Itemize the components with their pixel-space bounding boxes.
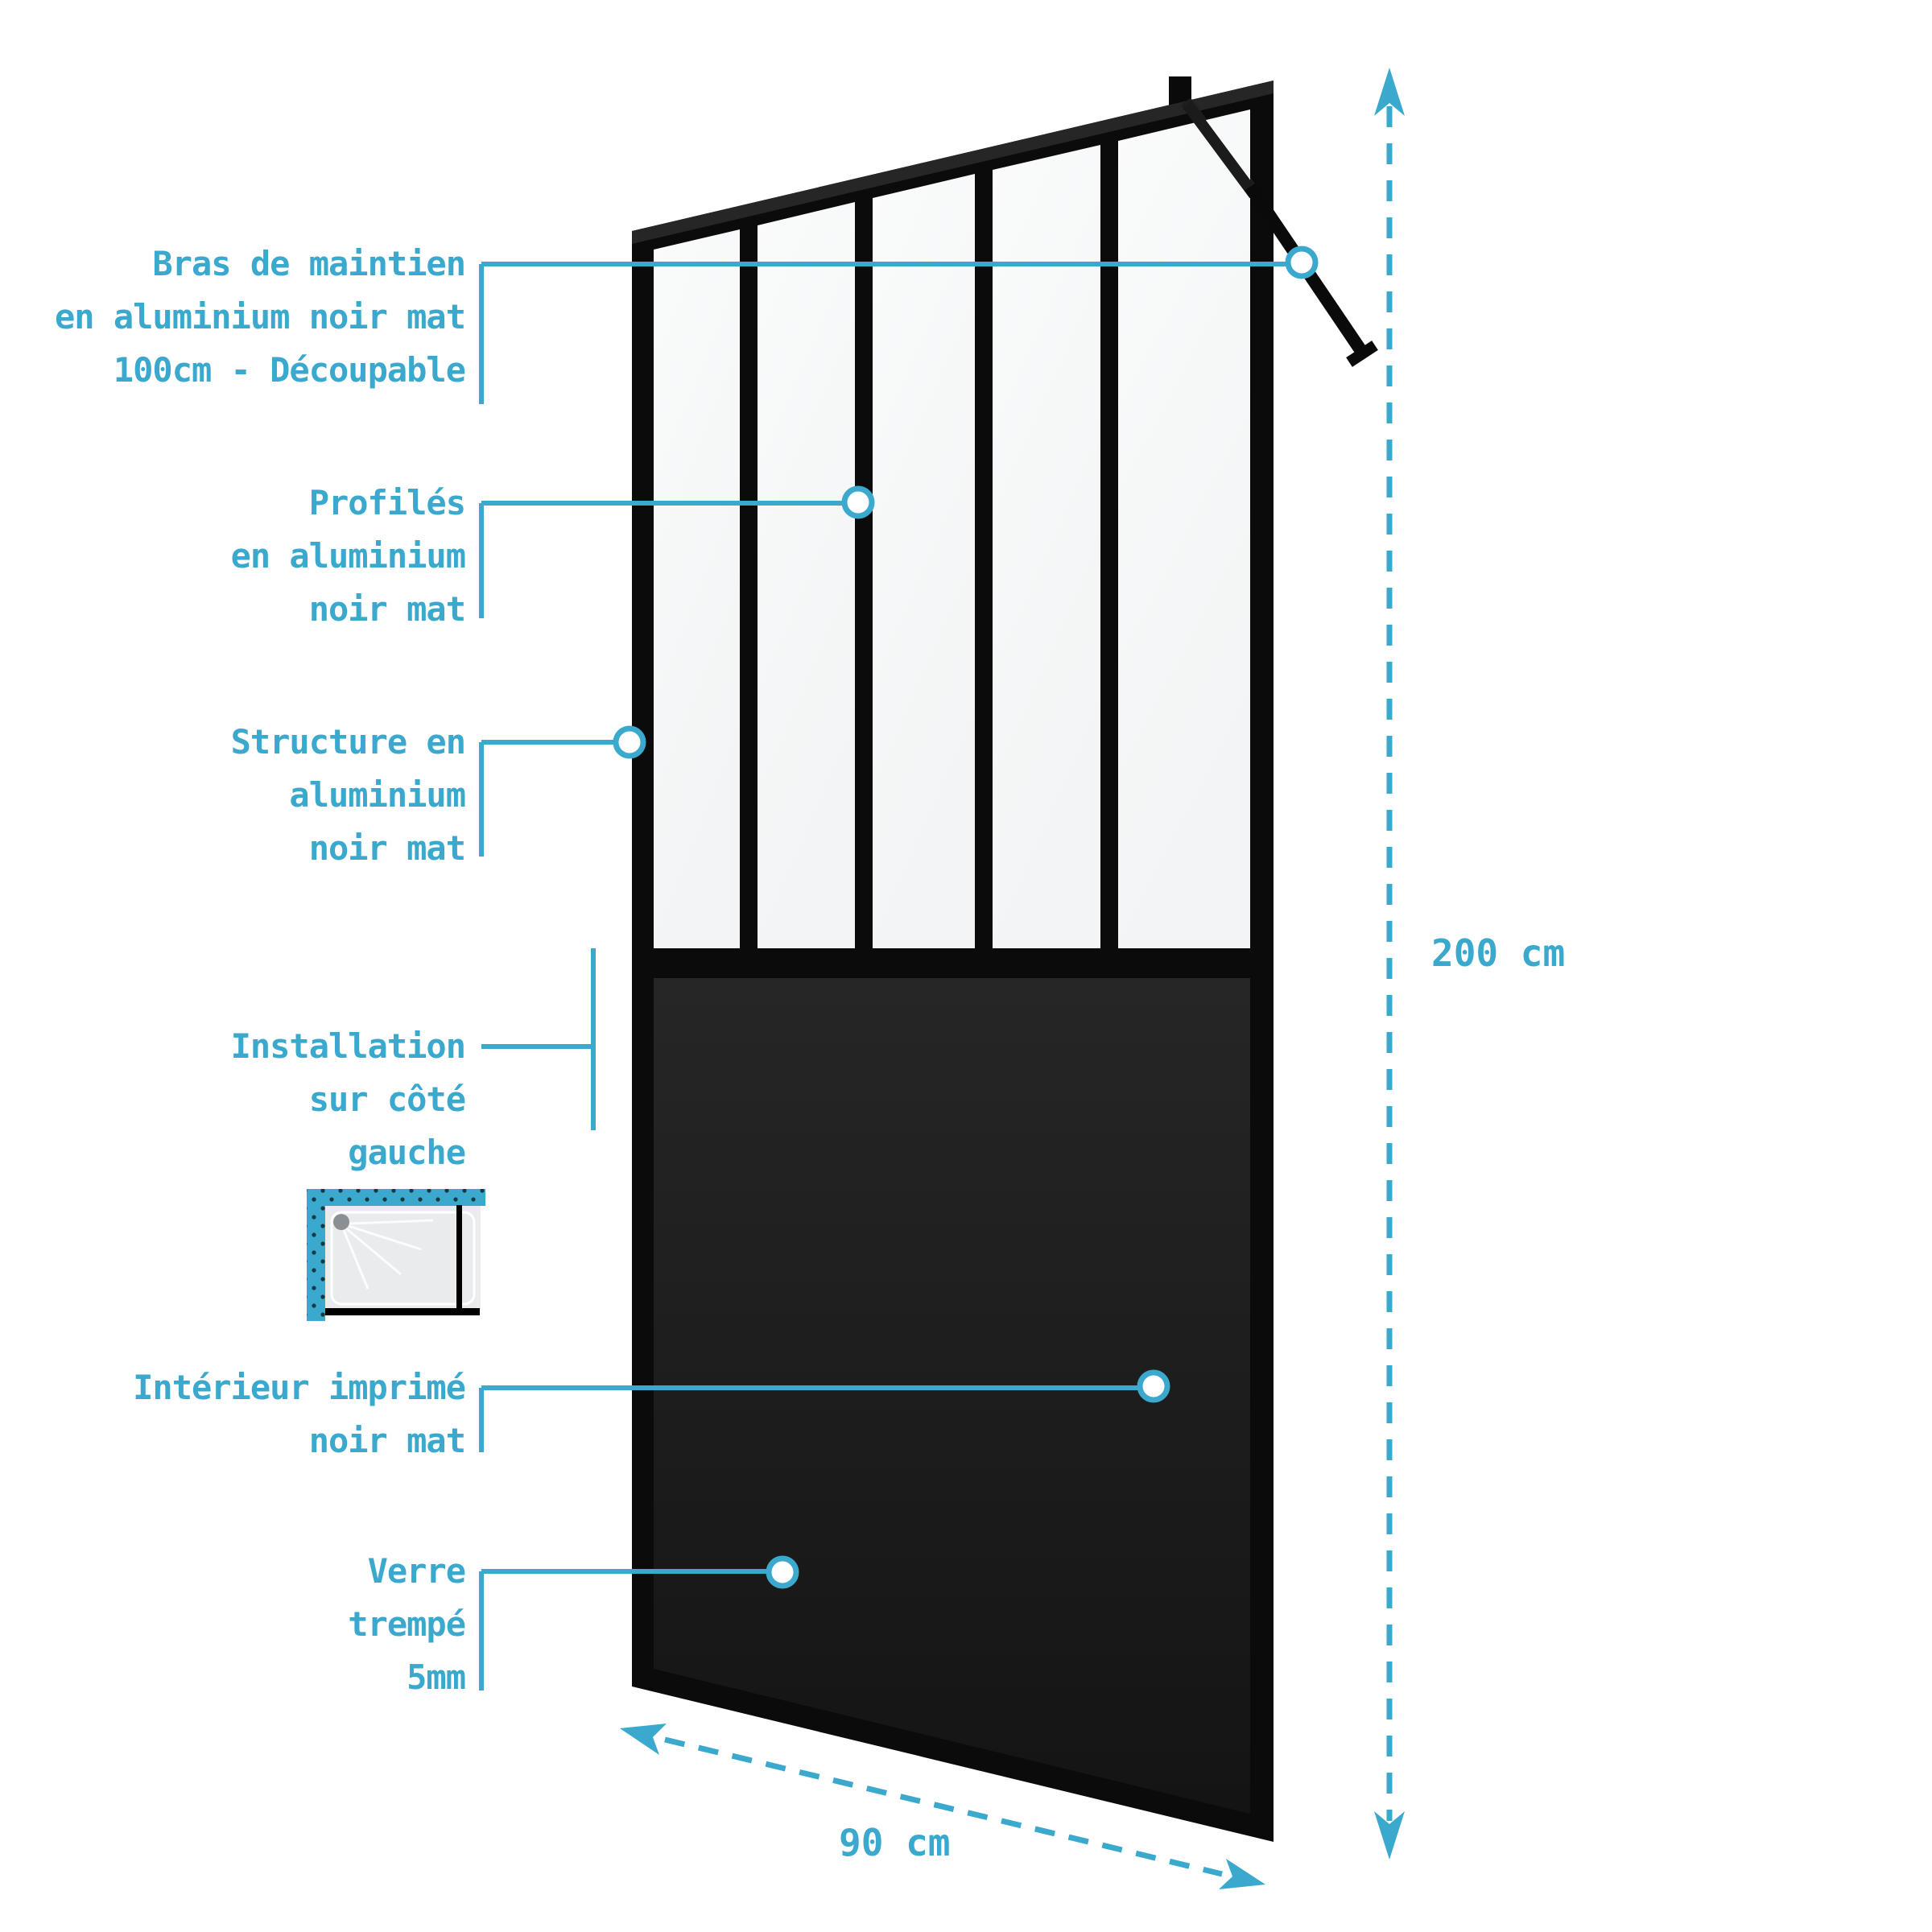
width-dimension-line bbox=[664, 1736, 1223, 1877]
shower-screen-panel bbox=[632, 76, 1274, 1842]
label-line: noir mat bbox=[308, 828, 466, 868]
marker-dot-verre bbox=[766, 1555, 799, 1589]
leader-installation bbox=[481, 948, 596, 1130]
glass-pane bbox=[654, 229, 740, 948]
label-verre: Verre trempé 5mm bbox=[348, 1545, 466, 1704]
label-line: aluminium bbox=[289, 775, 466, 815]
glass-panes bbox=[654, 109, 1250, 948]
label-line: noir mat bbox=[308, 589, 466, 629]
frame-top-bevel bbox=[632, 80, 1274, 244]
support-arm-foot bbox=[1346, 341, 1378, 367]
screen-side-view bbox=[456, 1205, 462, 1315]
label-line: 5mm bbox=[407, 1657, 466, 1697]
width-dimension-arrow bbox=[620, 1724, 1265, 1889]
marker-dot-structure bbox=[613, 725, 646, 759]
label-line: en aluminium bbox=[230, 536, 466, 576]
support-arm-through-glass bbox=[1183, 101, 1259, 199]
leader-lines bbox=[479, 262, 1288, 1690]
drain-icon bbox=[333, 1214, 349, 1230]
label-bras-de-maintien: Bras de maintien en aluminium noir mat 1… bbox=[54, 237, 466, 397]
label-installation: Installation sur côté gauche bbox=[230, 1020, 466, 1179]
arrow-left-icon bbox=[620, 1724, 667, 1755]
label-line: Profilés bbox=[308, 483, 466, 522]
installation-diagram bbox=[307, 1189, 485, 1321]
screen-front-view bbox=[325, 1308, 480, 1315]
height-dimension-arrow bbox=[1374, 68, 1405, 1860]
label-line: sur côté bbox=[308, 1080, 466, 1119]
glass-pane bbox=[993, 145, 1100, 948]
label-line: en aluminium noir mat bbox=[54, 297, 466, 336]
height-dimension-label: 200 cm bbox=[1431, 931, 1566, 975]
wall-top-dots bbox=[307, 1189, 485, 1206]
label-structure: Structure en aluminium noir mat bbox=[230, 716, 466, 875]
label-line: gauche bbox=[348, 1133, 466, 1172]
label-line: Intérieur imprimé bbox=[133, 1368, 466, 1407]
marker-dot-profiles bbox=[841, 485, 875, 519]
leader-bras bbox=[479, 262, 1288, 404]
glass-pane bbox=[758, 202, 855, 948]
label-interieur: Intérieur imprimé noir mat bbox=[133, 1361, 466, 1468]
marker-dot-bras bbox=[1285, 246, 1319, 279]
marker-dot-interieur bbox=[1137, 1369, 1170, 1403]
label-line: Installation bbox=[230, 1026, 466, 1066]
arrow-right-icon bbox=[1219, 1859, 1265, 1889]
leader-interieur bbox=[479, 1385, 1139, 1452]
arrow-down-icon bbox=[1374, 1811, 1405, 1860]
label-line: trempé bbox=[348, 1604, 466, 1644]
leader-verre bbox=[479, 1569, 768, 1690]
glass-pane bbox=[873, 174, 975, 948]
label-line: Structure en bbox=[230, 722, 466, 762]
printed-glass-panel bbox=[654, 978, 1250, 1814]
shower-tray-rim bbox=[330, 1211, 476, 1306]
label-line: Bras de maintien bbox=[152, 244, 466, 283]
glass-pane bbox=[1118, 109, 1250, 948]
arrow-up-icon bbox=[1374, 68, 1405, 116]
leader-profiles bbox=[479, 501, 844, 618]
leader-structure bbox=[479, 740, 615, 857]
label-profiles: Profilés en aluminium noir mat bbox=[230, 477, 466, 636]
water-spray-lines bbox=[342, 1219, 434, 1290]
label-line: noir mat bbox=[308, 1421, 466, 1460]
leader-markers bbox=[613, 246, 1319, 1589]
label-line: Verre bbox=[367, 1551, 466, 1591]
label-line: 100cm - Découpable bbox=[113, 350, 466, 390]
width-dimension-label: 90 cm bbox=[839, 1821, 951, 1864]
wall-left-dots bbox=[307, 1189, 325, 1321]
